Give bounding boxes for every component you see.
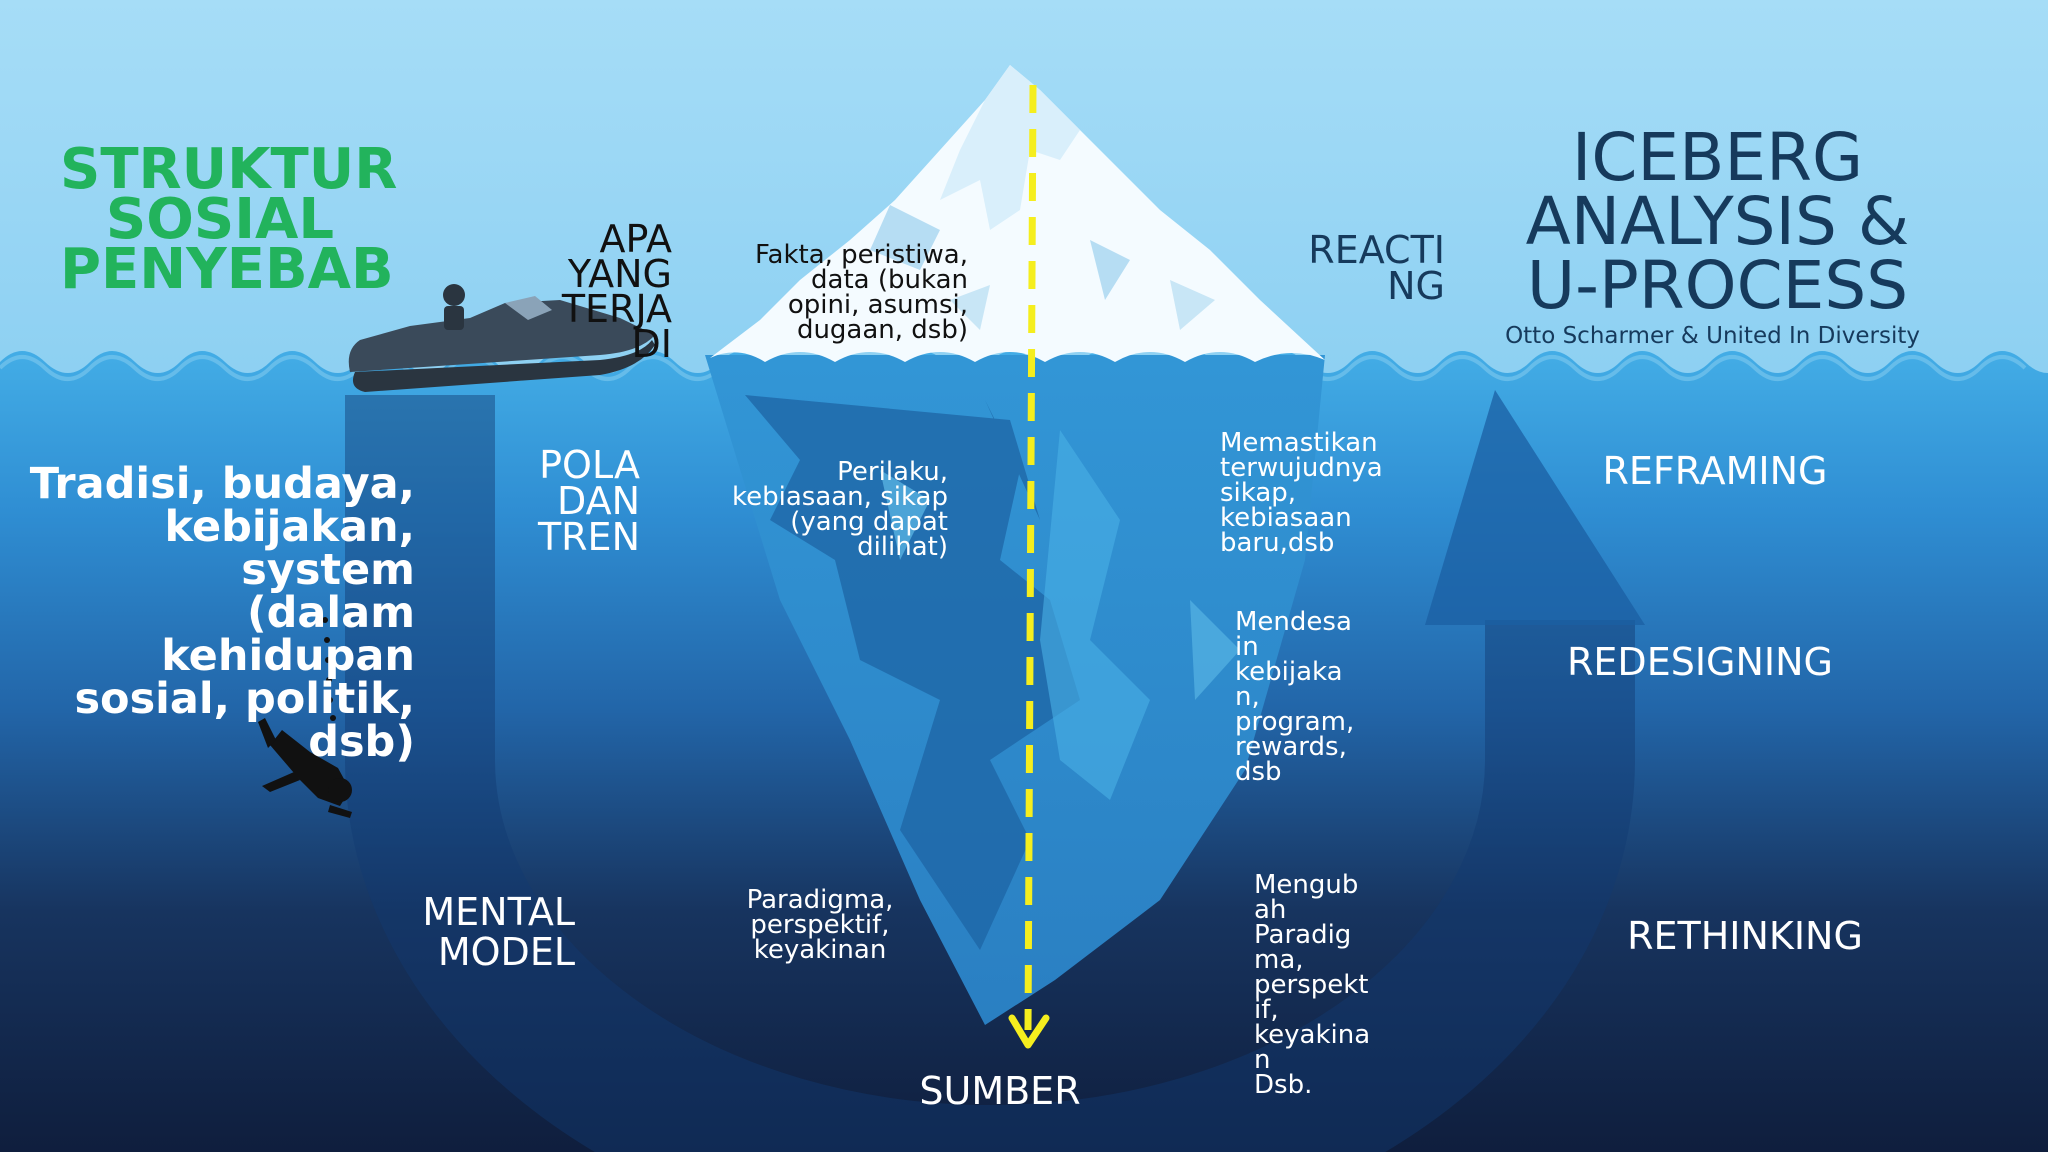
action-mengubah: Mengub ah Paradig ma, perspekt if, keyak… [1254, 870, 1404, 1100]
action-memastikan: Memastikan terwujudnya sikap, kebiasaan … [1220, 428, 1420, 558]
level-line: MENTAL [422, 890, 575, 934]
u-rethinking: RETHINKING [1627, 914, 1863, 958]
action-line: kebijaka [1235, 657, 1343, 687]
action-line: NG [1387, 264, 1445, 308]
desc-line: kebiasaan, sikap [731, 482, 948, 512]
title-line: U-PROCESS [1526, 247, 1909, 324]
action-line: ma, [1254, 945, 1304, 975]
action-line: if, [1254, 995, 1279, 1025]
action-line: in [1235, 632, 1259, 662]
struktur-line: PENYEBAB [60, 237, 394, 302]
action-line: kebiasaan [1220, 503, 1352, 533]
struktur-line: SOSIAL [105, 187, 335, 252]
level-line: YANG [567, 252, 672, 296]
level-line: TERJA [561, 287, 672, 331]
action-line: sikap, [1220, 478, 1297, 508]
diagram-title: ICEBERG ANALYSIS & U-PROCESS [1500, 119, 1935, 324]
action-line: program, [1235, 707, 1355, 737]
action-mendesain: Mendesa in kebijaka n, program, rewards,… [1235, 607, 1395, 787]
desc-paradigma: Paradigma, perspektif, keyakinan [730, 885, 910, 965]
speedboat-icon [348, 284, 655, 392]
desc-line: Perilaku, [837, 457, 948, 487]
desc-line: Fakta, peristiwa, [754, 240, 968, 270]
action-line: Mendesa [1235, 607, 1352, 637]
action-line: terwujudnya [1220, 453, 1383, 483]
action-line: dsb [1235, 757, 1282, 787]
tradisi-line: dsb) [308, 717, 415, 767]
source-arrow [1008, 84, 1050, 1049]
sumber-label: SUMBER [919, 1069, 1081, 1113]
desc-line: dilihat) [857, 532, 948, 562]
tradisi-text: Tradisi, budaya, kebijakan, system (dala… [20, 463, 415, 764]
action-line: Paradig [1254, 920, 1352, 950]
diver-icon [258, 617, 352, 818]
struktur-heading: STRUKTUR SOSIAL PENYEBAB [60, 137, 398, 302]
action-line: Dsb. [1254, 1070, 1313, 1100]
action-line: baru,dsb [1220, 528, 1335, 558]
desc-line: Paradigma, [746, 885, 894, 915]
desc-line: (yang dapat [790, 507, 948, 537]
action-line: keyakina [1254, 1020, 1371, 1050]
tradisi-line: (dalam [246, 588, 415, 638]
level-pola-dan-tren: POLA DAN TREN [500, 443, 640, 559]
action-line: REACTI [1308, 228, 1445, 272]
desc-line: opini, asumsi, [787, 290, 968, 320]
action-line: n [1254, 1045, 1271, 1075]
level-line: APA [599, 217, 672, 261]
level-line: DI [631, 322, 672, 366]
action-line: rewards, [1235, 732, 1347, 762]
iceberg-underwater [705, 355, 1325, 1025]
level-line: MODEL [437, 930, 575, 974]
tradisi-line: kehidupan [161, 631, 415, 681]
level-line: POLA [539, 443, 640, 487]
desc-fakta: Fakta, peristiwa, data (bukan opini, asu… [700, 240, 968, 345]
tradisi-line: Tradisi, budaya, [29, 459, 415, 509]
action-line: Mengub [1254, 870, 1359, 900]
tradisi-line: sosial, politik, [74, 674, 415, 724]
action-line: n, [1235, 682, 1260, 712]
desc-line: data (bukan [811, 265, 968, 295]
action-reacting: REACTI NG [1290, 228, 1445, 308]
action-line: perspekt [1254, 970, 1369, 1000]
level-apa-yang-terjadi: APA YANG TERJA DI [520, 217, 672, 366]
desc-line: perspektif, [750, 910, 890, 940]
level-line: TREN [537, 515, 640, 559]
desc-line: dugaan, dsb) [796, 315, 968, 345]
iceberg-tip [710, 65, 1325, 362]
tradisi-line: system [241, 545, 415, 595]
title-line: ANALYSIS & [1525, 183, 1910, 260]
action-line: ah [1254, 895, 1287, 925]
level-line: DAN [556, 479, 640, 523]
diagram-subtitle: Otto Scharmer & United In Diversity [1505, 323, 1920, 349]
u-arrow-icon [345, 390, 1645, 1152]
desc-line: keyakinan [753, 935, 887, 965]
action-line: Memastikan [1220, 428, 1378, 458]
struktur-line: STRUKTUR [60, 137, 398, 202]
u-reframing: REFRAMING [1602, 449, 1828, 493]
desc-perilaku: Perilaku, kebiasaan, sikap (yang dapat d… [700, 457, 948, 562]
title-line: ICEBERG [1571, 119, 1864, 196]
tradisi-line: kebijakan, [164, 502, 415, 552]
u-redesigning: REDESIGNING [1567, 640, 1833, 684]
level-mental-model: MENTAL MODEL [380, 892, 575, 972]
